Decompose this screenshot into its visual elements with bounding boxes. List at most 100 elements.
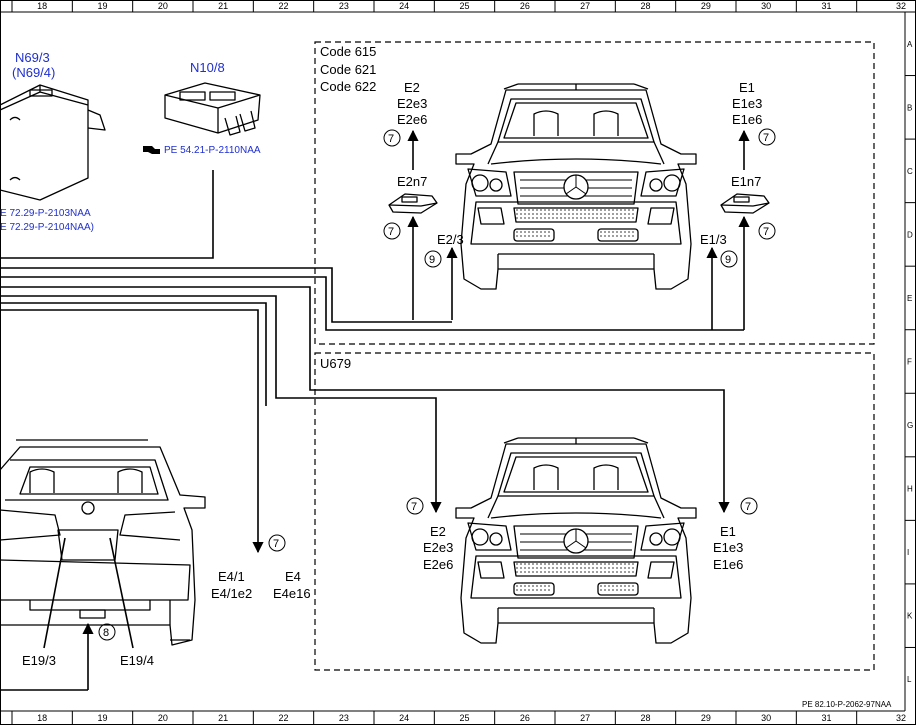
lamp-e2-bottom: E2 [430, 524, 446, 539]
lamp-e2: E2 [404, 80, 420, 95]
footer-reference: PE 82.10-P-2062-97NAA [802, 700, 892, 709]
grid-column-label: 22 [279, 1, 289, 11]
circle-7 [758, 128, 776, 146]
grid-column-label: 31 [822, 713, 832, 723]
grid-column-label: 24 [399, 1, 409, 11]
circle-7 [268, 534, 286, 552]
svg-text:7: 7 [273, 538, 279, 550]
rear-lamp-e19-3: E19/3 [22, 653, 56, 668]
grid-column-label: 28 [641, 713, 651, 723]
conn-e1-3: E1/3 [700, 232, 727, 247]
svg-text:7: 7 [388, 133, 394, 145]
n10-label: N10/8 [190, 60, 225, 75]
lamp-e1e3-bottom: E1e3 [713, 540, 743, 555]
n69-module [0, 84, 106, 201]
lamp-e1: E1 [739, 80, 755, 95]
svg-text:7: 7 [411, 501, 417, 513]
circle-7 [740, 497, 758, 515]
grid-column-label: 25 [460, 713, 470, 723]
lamp-e2e6: E2e6 [397, 112, 427, 127]
rear-lamp-e4: E4 [285, 569, 301, 584]
circle-9 [720, 250, 738, 268]
grid-column-label: 28 [641, 1, 651, 11]
grid-column-label: 20 [158, 713, 168, 723]
svg-text:7: 7 [763, 132, 769, 144]
grid-row-label: I [907, 548, 909, 557]
grid-column-label: 24 [399, 713, 409, 723]
rear-lamp-e4-1e2: E4/1e2 [211, 586, 252, 601]
wiring-harness [0, 170, 744, 554]
code-u679: U679 [320, 356, 351, 371]
grid-row-label: A [907, 40, 913, 49]
code-615: Code 615 [320, 44, 376, 59]
grid-column-label: 19 [98, 713, 108, 723]
grid-column-label: 27 [580, 1, 590, 11]
module-e2n7: E2n7 [397, 174, 427, 189]
circle-7 [758, 222, 776, 240]
grid-row-label: B [907, 103, 912, 112]
grid-row-label: F [907, 358, 912, 367]
module-e1n7: E1n7 [731, 174, 761, 189]
svg-text:7: 7 [745, 501, 751, 513]
grid-row-label: H [907, 485, 913, 494]
circle-8 [98, 623, 116, 641]
grid-column-label: 23 [339, 1, 349, 11]
e1n7-module-icon [720, 193, 770, 214]
grid-column-label: 26 [520, 1, 530, 11]
lamp-e2e6-bottom: E2e6 [423, 557, 453, 572]
code-622: Code 622 [320, 79, 376, 94]
lamp-e1e3: E1e3 [732, 96, 762, 111]
grid-column-label: 27 [580, 713, 590, 723]
lamp-e2e3-bottom: E2e3 [423, 540, 453, 555]
grid-column-label: 21 [218, 1, 228, 11]
lamp-e1e6-bottom: E1e6 [713, 557, 743, 572]
code-box-top [314, 41, 875, 345]
circle-7 [383, 129, 401, 147]
grid-column-label: 31 [822, 1, 832, 11]
vehicle-front-view-bottom [455, 437, 697, 644]
n10-module [164, 82, 261, 136]
grid-row-label: E [907, 294, 912, 303]
n69-ref-1[interactable]: E 72.29-P-2103NAA [0, 208, 91, 219]
grid-column-label: 25 [460, 1, 470, 11]
grid-column-label: 23 [339, 713, 349, 723]
grid-column-label: 30 [761, 1, 771, 11]
svg-text:8: 8 [103, 627, 109, 639]
grid-column-label: 29 [701, 713, 711, 723]
grid-column-label: 26 [520, 713, 530, 723]
rear-lamp-e4-1: E4/1 [218, 569, 245, 584]
circle-7 [406, 497, 424, 515]
grid-column-label: 20 [158, 1, 168, 11]
lamp-e1e6: E1e6 [732, 112, 762, 127]
n69-alt-label: (N69/4) [12, 65, 55, 80]
grid-column-label: 29 [701, 1, 711, 11]
n69-label: N69/3 [15, 50, 50, 65]
e2n7-module-icon [388, 193, 438, 214]
grid-row-label: C [907, 167, 913, 176]
grid-row-label: G [907, 421, 913, 430]
n10-ref[interactable]: PE 54.21-P-2110NAA [164, 145, 261, 156]
grid-column-label: 32 [896, 713, 906, 723]
rear-lamp-e4e16: E4e16 [273, 586, 311, 601]
code-box-bottom [314, 352, 875, 671]
n69-ref-2[interactable]: E 72.29-P-2104NAA) [0, 222, 94, 233]
circle-9 [424, 250, 442, 268]
grid-row-label: D [907, 230, 913, 239]
code-621: Code 621 [320, 62, 376, 77]
lamp-e1-bottom: E1 [720, 524, 736, 539]
grid-column-label: 30 [761, 713, 771, 723]
vehicle-rear-view [0, 439, 206, 646]
grid-column-label: 18 [37, 713, 47, 723]
grid-column-label: 19 [98, 1, 108, 11]
svg-text:9: 9 [725, 254, 731, 266]
svg-text:9: 9 [429, 254, 435, 266]
grid-row-label: L [907, 675, 912, 684]
pointing-hand-icon [143, 146, 160, 154]
svg-text:7: 7 [388, 226, 394, 238]
conn-e2-3: E2/3 [437, 232, 464, 247]
grid-column-label: 18 [37, 1, 47, 11]
svg-text:7: 7 [763, 226, 769, 238]
rear-lamp-e19-4: E19/4 [120, 653, 154, 668]
grid-column-label: 21 [218, 713, 228, 723]
